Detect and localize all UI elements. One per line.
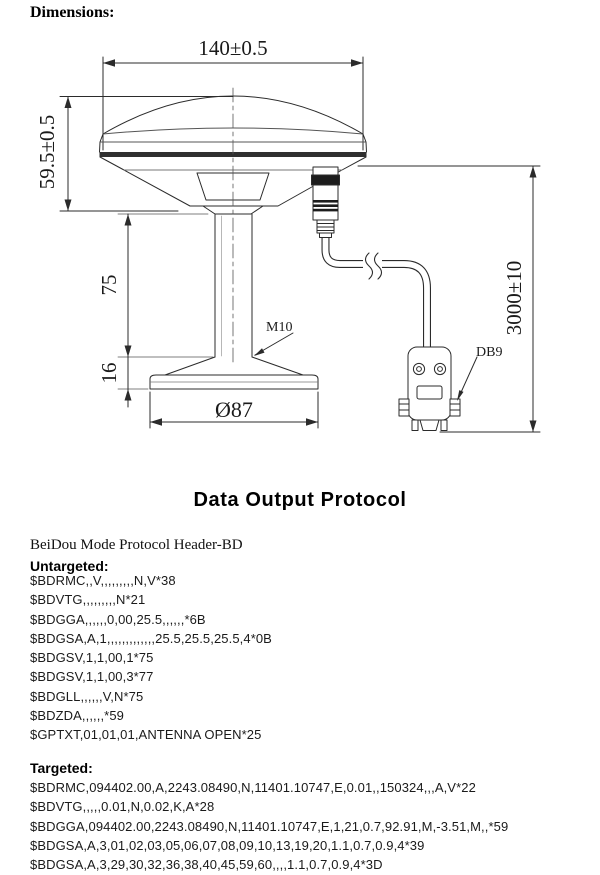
antenna-connector bbox=[311, 166, 340, 238]
antenna-outline bbox=[59, 56, 541, 433]
dim-stem-label: 75 bbox=[97, 275, 121, 296]
db9-label: DB9 bbox=[476, 345, 502, 360]
db9-callout bbox=[457, 356, 478, 401]
dim-base-diameter-label: Ø87 bbox=[215, 397, 253, 422]
nmea-sentence: $BDGGA,094402.00,2243.08490,N,11401.1074… bbox=[30, 818, 509, 834]
protocol-mode-header: BeiDou Mode Protocol Header-BD bbox=[30, 537, 243, 553]
nmea-sentence: $BDGSA,A,1,,,,,,,,,,,,,25.5,25.5,25.5,4*… bbox=[30, 630, 272, 646]
nmea-sentence: $GPTXT,01,01,01,ANTENNA OPEN*25 bbox=[30, 727, 262, 743]
dim-base-height bbox=[117, 356, 214, 408]
db9-connector bbox=[398, 346, 461, 431]
dim-stem bbox=[117, 213, 209, 358]
dim-height-label: 59.5±0.5 bbox=[35, 115, 59, 190]
nmea-sentence: $BDGSA,A,3,29,30,32,36,38,40,45,59,60,,,… bbox=[30, 857, 383, 873]
nmea-sentence: $BDVTG,,,,,0.01,N,0.02,K,A*28 bbox=[30, 799, 215, 815]
nmea-sentence: $BDGLL,,,,,,V,N*75 bbox=[30, 688, 144, 704]
protocol-title: Data Output Protocol bbox=[193, 489, 407, 511]
nmea-sentence: $BDGSV,1,1,00,1*75 bbox=[30, 650, 154, 666]
dim-width-label: 140±0.5 bbox=[198, 36, 267, 60]
thread-label: M10 bbox=[266, 320, 292, 335]
mounting-pole bbox=[214, 213, 253, 358]
dim-cable-length-label: 3000±10 bbox=[502, 261, 526, 336]
dim-base-height-label: 16 bbox=[97, 363, 121, 384]
dimension-drawing: 140±0.5 59.5±0.5 75 16 Ø87 M10 DB9 3000±… bbox=[35, 36, 541, 433]
nmea-sentence: $BDVTG,,,,,,,,,N*21 bbox=[30, 592, 146, 608]
nmea-sentence: $BDGSV,1,1,00,3*77 bbox=[30, 669, 154, 685]
dim-base-diameter bbox=[149, 391, 319, 429]
targeted-sentence-list: $BDRMC,094402.00,A,2243.08490,N,11401.10… bbox=[30, 778, 596, 874]
dim-cable-length bbox=[357, 165, 541, 433]
nmea-sentence: $BDRMC,,V,,,,,,,,,N,V*38 bbox=[30, 573, 176, 588]
nmea-sentence: $BDGGA,,,,,,0,00,25.5,,,,,,*6B bbox=[30, 611, 206, 627]
dimensions-heading: Dimensions: bbox=[30, 4, 115, 21]
nmea-sentence: $BDRMC,094402.00,A,2243.08490,N,11401.10… bbox=[30, 780, 476, 795]
nmea-sentence: $BDZDA,,,,,,*59 bbox=[30, 708, 124, 724]
nmea-sentence: $BDGSA,A,3,01,02,03,05,06,07,08,09,10,13… bbox=[30, 837, 425, 853]
targeted-label: Targeted: bbox=[30, 760, 93, 776]
dim-height bbox=[59, 96, 234, 212]
untargeted-label: Untargeted: bbox=[30, 558, 109, 574]
cable bbox=[321, 230, 431, 351]
untargeted-sentence-list: $BDRMC,,V,,,,,,,,,N,V*38 $BDVTG,,,,,,,,,… bbox=[30, 571, 596, 745]
mounting-base bbox=[149, 356, 319, 390]
thread-callout bbox=[254, 332, 294, 356]
